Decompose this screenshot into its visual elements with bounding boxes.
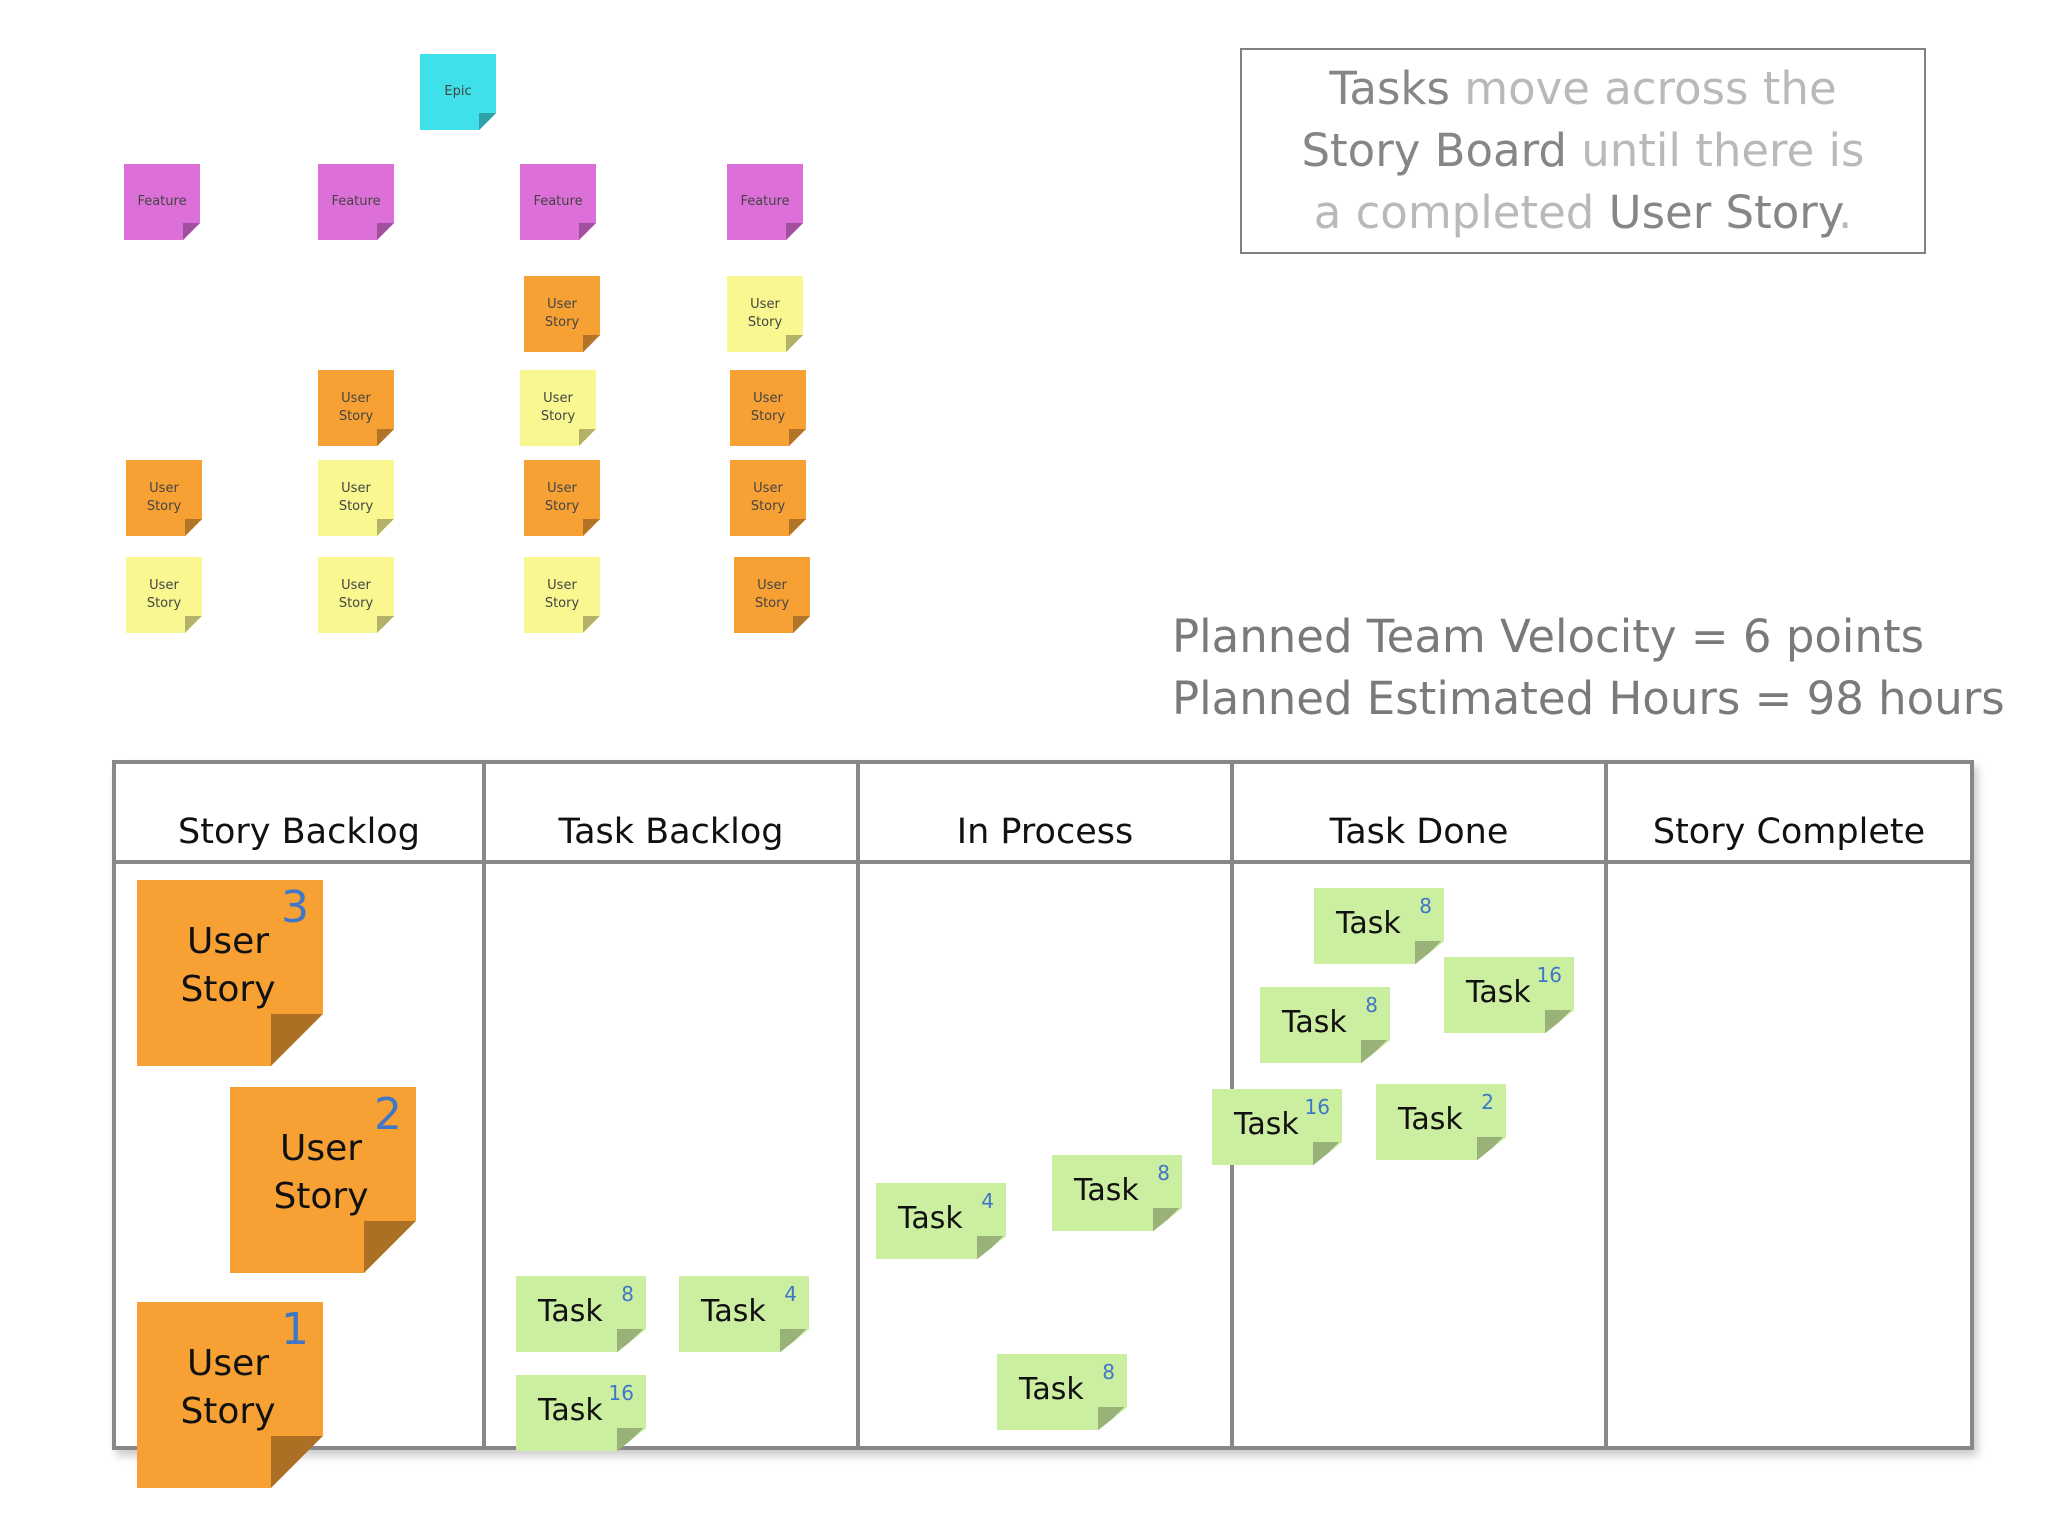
- task-hours: 8: [1419, 894, 1432, 918]
- callout-text-part: until there is a completed: [1313, 124, 1865, 239]
- feature-note[interactable]: Feature: [124, 164, 200, 240]
- user-story-note[interactable]: User Story: [520, 370, 596, 446]
- column-header-story-complete: Story Complete: [1652, 812, 1926, 852]
- task-card[interactable]: Task 8: [1052, 1155, 1182, 1231]
- user-story-note[interactable]: User Story: [730, 370, 806, 446]
- user-story-note[interactable]: User Story: [727, 276, 803, 352]
- task-hours: 8: [1365, 993, 1378, 1017]
- column-header-in-process: In Process: [956, 812, 1134, 852]
- task-label: Task: [1019, 1372, 1084, 1407]
- task-card[interactable]: Task 2: [1376, 1084, 1506, 1160]
- task-hours: 8: [1102, 1360, 1115, 1384]
- task-label: Task: [1398, 1102, 1463, 1137]
- epic-note[interactable]: Epic: [420, 54, 496, 130]
- story-points: 1: [281, 1304, 309, 1355]
- task-card[interactable]: Task 8: [1314, 888, 1444, 964]
- callout-box: Tasks move across the Story Board until …: [1240, 48, 1926, 254]
- task-label: Task: [701, 1294, 766, 1329]
- task-card[interactable]: Task 16: [1444, 957, 1574, 1033]
- user-story-note[interactable]: User Story: [318, 557, 394, 633]
- task-label: Task: [1074, 1173, 1139, 1208]
- user-story-note[interactable]: User Story: [524, 460, 600, 536]
- user-story-label: User Story: [273, 1128, 369, 1217]
- task-hours: 8: [621, 1282, 634, 1306]
- user-story-label: User Story: [180, 1343, 276, 1432]
- feature-note[interactable]: Feature: [318, 164, 394, 240]
- task-hours: 4: [784, 1282, 797, 1306]
- planned-hours: Planned Estimated Hours = 98 hours: [1172, 672, 2005, 725]
- task-card[interactable]: Task 4: [679, 1276, 809, 1352]
- task-hours: 2: [1481, 1090, 1494, 1114]
- column-header-task-backlog: Task Backlog: [558, 812, 784, 852]
- task-label: Task: [1234, 1107, 1299, 1142]
- callout-text-part: Tasks: [1329, 62, 1450, 115]
- task-card[interactable]: Task 4: [876, 1183, 1006, 1259]
- user-story-note[interactable]: User Story: [318, 370, 394, 446]
- task-card[interactable]: Task 8: [997, 1354, 1127, 1430]
- user-story-note[interactable]: User Story: [734, 557, 810, 633]
- callout-text-part: User Story: [1608, 186, 1838, 239]
- callout-text-part: .: [1837, 186, 1853, 239]
- task-card[interactable]: Task 8: [516, 1276, 646, 1352]
- task-hours: 16: [1304, 1095, 1330, 1119]
- callout-text: Tasks move across the Story Board until …: [1283, 58, 1883, 244]
- task-label: Task: [538, 1294, 603, 1329]
- callout-text-part: move across the: [1449, 62, 1837, 115]
- user-story-note[interactable]: User Story: [524, 276, 600, 352]
- task-hours: 16: [1536, 963, 1562, 987]
- planned-velocity: Planned Team Velocity = 6 points: [1172, 610, 1925, 663]
- column-divider: [856, 764, 860, 1446]
- header-divider: [116, 860, 1970, 864]
- task-hours: 16: [608, 1381, 634, 1405]
- task-card[interactable]: Task 16: [1212, 1089, 1342, 1165]
- column-divider: [1604, 764, 1608, 1446]
- user-story-label: User Story: [180, 921, 276, 1010]
- task-card[interactable]: Task 16: [516, 1375, 646, 1451]
- user-story-note[interactable]: User Story: [126, 460, 202, 536]
- story-board: Story Backlog Task Backlog In Process Ta…: [112, 760, 1974, 1450]
- task-label: Task: [1466, 975, 1531, 1010]
- callout-text-part: Story Board: [1301, 124, 1567, 177]
- story-points: 3: [281, 882, 309, 933]
- task-card[interactable]: Task 8: [1260, 987, 1390, 1063]
- story-points: 2: [374, 1089, 402, 1140]
- task-hours: 4: [981, 1189, 994, 1213]
- task-hours: 8: [1157, 1161, 1170, 1185]
- task-label: Task: [1336, 906, 1401, 941]
- user-story-card[interactable]: User Story 1: [137, 1302, 323, 1488]
- user-story-note[interactable]: User Story: [126, 557, 202, 633]
- task-label: Task: [898, 1201, 963, 1236]
- column-divider: [482, 764, 486, 1446]
- column-header-story-backlog: Story Backlog: [178, 812, 420, 852]
- user-story-card[interactable]: User Story 2: [230, 1087, 416, 1273]
- column-header-task-done: Task Done: [1329, 812, 1509, 852]
- feature-note[interactable]: Feature: [727, 164, 803, 240]
- task-label: Task: [538, 1393, 603, 1428]
- user-story-note[interactable]: User Story: [318, 460, 394, 536]
- user-story-card[interactable]: User Story 3: [137, 880, 323, 1066]
- task-label: Task: [1282, 1005, 1347, 1040]
- user-story-note[interactable]: User Story: [730, 460, 806, 536]
- user-story-note[interactable]: User Story: [524, 557, 600, 633]
- feature-note[interactable]: Feature: [520, 164, 596, 240]
